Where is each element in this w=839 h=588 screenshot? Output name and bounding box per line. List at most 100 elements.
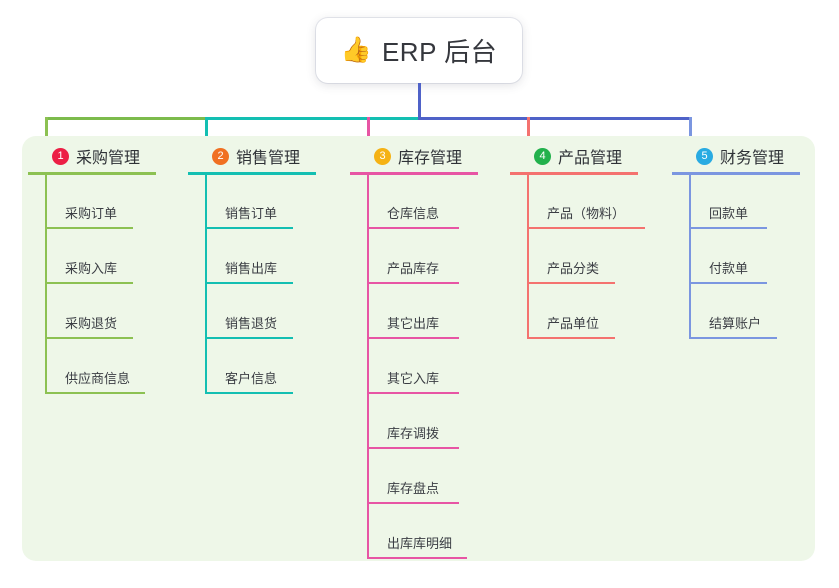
- branch-item-rule: [205, 282, 293, 284]
- branch-item-rule: [527, 227, 645, 229]
- branch-item-label: 销售出库: [225, 261, 278, 276]
- branch-item-rule: [367, 502, 459, 504]
- branch-item-rule: [527, 282, 615, 284]
- branch-item-label: 仓库信息: [387, 206, 440, 221]
- branch-item[interactable]: 产品（物料）: [527, 174, 649, 229]
- branch-title: 采购管理: [76, 150, 141, 167]
- branch-item[interactable]: 销售出库: [205, 229, 297, 284]
- branch-item-label: 库存盘点: [387, 481, 440, 496]
- branch-item-label: 销售订单: [225, 206, 278, 221]
- connector-drop-stub: [205, 117, 208, 144]
- branch-header-rule: [28, 172, 156, 175]
- branch-item-rule: [367, 447, 459, 449]
- branch-item[interactable]: 产品库存: [367, 229, 463, 284]
- branch-header[interactable]: 4 产品管理: [534, 144, 622, 168]
- branch-item[interactable]: 采购退货: [45, 284, 137, 339]
- branch-item-label: 产品单位: [547, 316, 600, 331]
- branch-item-rule: [205, 392, 293, 394]
- branch-item-label: 销售退货: [225, 316, 278, 331]
- branch-item-label: 产品分类: [547, 261, 600, 276]
- branch-item-label: 采购退货: [65, 316, 118, 331]
- branch-spine: [367, 174, 369, 559]
- root-stem-line: [418, 83, 421, 120]
- connector-drop-stub: [689, 117, 692, 144]
- root-node-title: ERP 后台: [381, 37, 498, 67]
- branch-header-rule: [510, 172, 638, 175]
- branch-index-badge: 3: [374, 147, 391, 165]
- branch-item-rule: [205, 227, 293, 229]
- branch-title: 销售管理: [236, 150, 301, 167]
- branch-item-label: 付款单: [709, 261, 749, 276]
- branch-item[interactable]: 产品分类: [527, 229, 619, 284]
- branch-item-rule: [45, 392, 145, 394]
- branch-item-label: 其它入库: [387, 371, 440, 386]
- branch-item[interactable]: 出库库明细: [367, 504, 471, 559]
- branch-item-rule: [689, 337, 777, 339]
- branch-spine: [45, 174, 47, 394]
- branch-item-rule: [45, 227, 133, 229]
- connector-bar-segment: [45, 117, 205, 120]
- branch-index-badge: 4: [534, 147, 551, 165]
- branch-item-rule: [45, 337, 133, 339]
- branch-item[interactable]: 回款单: [689, 174, 771, 229]
- branch-item-rule: [367, 557, 467, 559]
- branch-item-label: 供应商信息: [65, 371, 131, 386]
- branch-item-label: 客户信息: [225, 371, 278, 386]
- branch-item-rule: [367, 227, 459, 229]
- branch-item[interactable]: 库存调拨: [367, 394, 463, 449]
- branch-item-label: 产品（物料）: [547, 206, 626, 221]
- branch-spine: [689, 174, 691, 339]
- branch-item[interactable]: 产品单位: [527, 284, 619, 339]
- connector-bar-segment: [418, 117, 692, 120]
- branch-item-label: 其它出库: [387, 316, 440, 331]
- branch-title: 产品管理: [558, 150, 623, 167]
- branch-item[interactable]: 采购入库: [45, 229, 137, 284]
- branch-index-badge: 5: [696, 147, 713, 165]
- branch-item-label: 采购订单: [65, 206, 118, 221]
- branch-item[interactable]: 客户信息: [205, 339, 297, 394]
- branch-index-badge: 1: [52, 147, 69, 165]
- branch-item[interactable]: 供应商信息: [45, 339, 149, 394]
- branches-panel: 1 采购管理采购订单采购入库采购退货供应商信息 2 销售管理销售订单销售出库销售退货客…: [22, 136, 815, 561]
- connector-drop-stub: [45, 117, 48, 144]
- branch-item-label: 采购入库: [65, 261, 118, 276]
- branch-item[interactable]: 销售订单: [205, 174, 297, 229]
- connector-bar-segment: [205, 117, 418, 120]
- branch-item-rule: [689, 282, 767, 284]
- branch-item[interactable]: 库存盘点: [367, 449, 463, 504]
- connector-drop-stub: [367, 117, 370, 144]
- branch-item-rule: [45, 282, 133, 284]
- branch-item-label: 回款单: [709, 206, 749, 221]
- branch-item[interactable]: 结算账户: [689, 284, 781, 339]
- branch-spine: [527, 174, 529, 339]
- branch-header[interactable]: 1 采购管理: [52, 144, 140, 168]
- branch-item[interactable]: 销售退货: [205, 284, 297, 339]
- branch-header-rule: [350, 172, 478, 175]
- branch-item[interactable]: 其它入库: [367, 339, 463, 394]
- branch-item-rule: [205, 337, 293, 339]
- branch-item-label: 结算账户: [709, 316, 762, 331]
- thumbs-up-icon: 👍: [340, 36, 372, 64]
- branch-item-rule: [367, 337, 459, 339]
- branch-item-rule: [527, 337, 615, 339]
- branch-item-rule: [689, 227, 767, 229]
- connector-drop-stub: [527, 117, 530, 144]
- branch-spine: [205, 174, 207, 394]
- branch-item-rule: [367, 282, 459, 284]
- branch-item[interactable]: 仓库信息: [367, 174, 463, 229]
- branch-item-label: 产品库存: [387, 261, 440, 276]
- branch-item[interactable]: 付款单: [689, 229, 771, 284]
- branch-item-label: 出库库明细: [387, 536, 453, 551]
- branch-item[interactable]: 采购订单: [45, 174, 137, 229]
- branch-item-label: 库存调拨: [387, 426, 440, 441]
- branch-item[interactable]: 其它出库: [367, 284, 463, 339]
- branch-header-rule: [188, 172, 316, 175]
- branch-title: 库存管理: [398, 150, 463, 167]
- branch-header[interactable]: 2 销售管理: [212, 144, 300, 168]
- root-node-card[interactable]: 👍 ERP 后台: [316, 18, 522, 83]
- branch-header-rule: [672, 172, 800, 175]
- branch-header[interactable]: 3 库存管理: [374, 144, 462, 168]
- branch-index-badge: 2: [212, 147, 229, 165]
